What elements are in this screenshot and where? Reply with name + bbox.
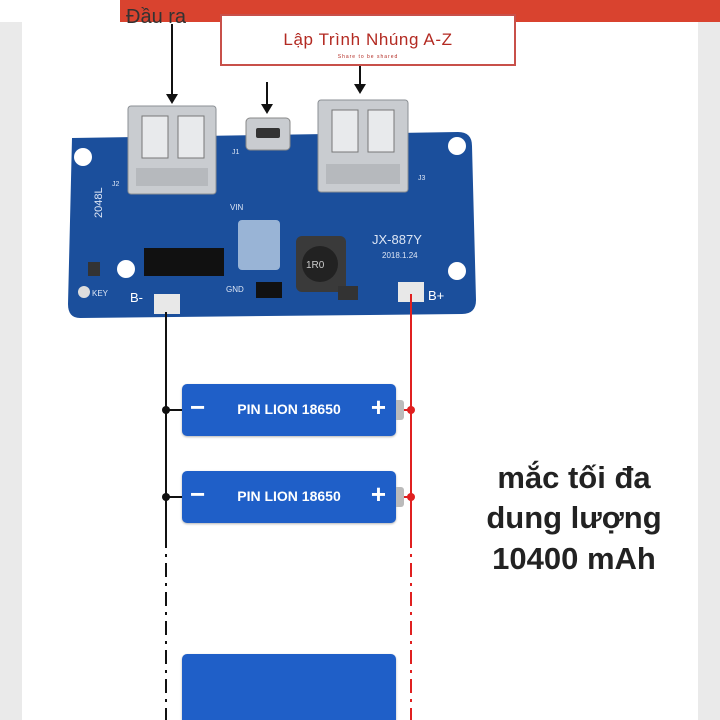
capacity-note: mắc tối đa dung lượng 10400 mAh (466, 458, 682, 579)
battery-cell: − PIN LION 18650 + (182, 384, 404, 436)
watermark-subtitle: Share to be shared (337, 54, 399, 60)
board-date: 2018.1.24 (382, 251, 418, 260)
pad-b-plus (398, 282, 424, 302)
watermark-banner: Lập Trình Nhúng A-Z Share to be shared (220, 14, 516, 66)
key-label: KEY (92, 289, 109, 298)
b-plus-label: B+ (428, 288, 444, 303)
j2-label: J2 (112, 181, 120, 188)
pcb-board (68, 99, 476, 318)
battery-terminal (396, 487, 404, 507)
mount-hole (448, 137, 466, 155)
battery-cell-partial (182, 654, 396, 720)
battery-cell: − PIN LION 18650 + (182, 471, 404, 523)
b-minus-label: B- (130, 290, 143, 305)
chip-small (256, 282, 282, 298)
top-color-strip (0, 0, 720, 22)
battery-negative-sign: − (190, 479, 206, 509)
board-model: JX-887Y (372, 232, 422, 247)
watermark-title: Lập Trình Nhúng A-Z (283, 30, 453, 49)
battery-label: PIN LION 18650 (237, 488, 341, 504)
j1-label: J1 (232, 149, 240, 156)
battery-terminal (396, 400, 404, 420)
pad-b-minus (154, 294, 180, 314)
battery-negative-sign: − (190, 392, 206, 422)
arrow-usb-right-icon (354, 84, 366, 94)
output-label: Đầu ra (126, 6, 187, 28)
key-button (78, 286, 90, 298)
j3-label: J3 (418, 175, 426, 182)
battery-label: PIN LION 18650 (237, 401, 341, 417)
battery-positive-sign: + (370, 479, 386, 509)
inductor-label: 1R0 (306, 260, 325, 271)
battery-positive-sign: + (370, 392, 386, 422)
arrow-micro-usb-icon (261, 104, 273, 114)
vin-label: VIN (230, 203, 244, 212)
led (238, 220, 280, 270)
mount-hole (117, 260, 135, 278)
capacity-line-1: mắc tối đa (497, 460, 651, 495)
capacitor-c1 (338, 286, 358, 300)
mount-hole (74, 148, 92, 166)
arrow-usb-left-icon (166, 94, 178, 104)
board-code: 2048L (93, 187, 105, 218)
capacity-line-3: 10400 mAh (492, 540, 656, 576)
capacity-line-2: dung lượng (486, 500, 662, 536)
mount-hole (448, 262, 466, 280)
gnd-label: GND (226, 285, 244, 294)
ic-chip (144, 248, 224, 276)
